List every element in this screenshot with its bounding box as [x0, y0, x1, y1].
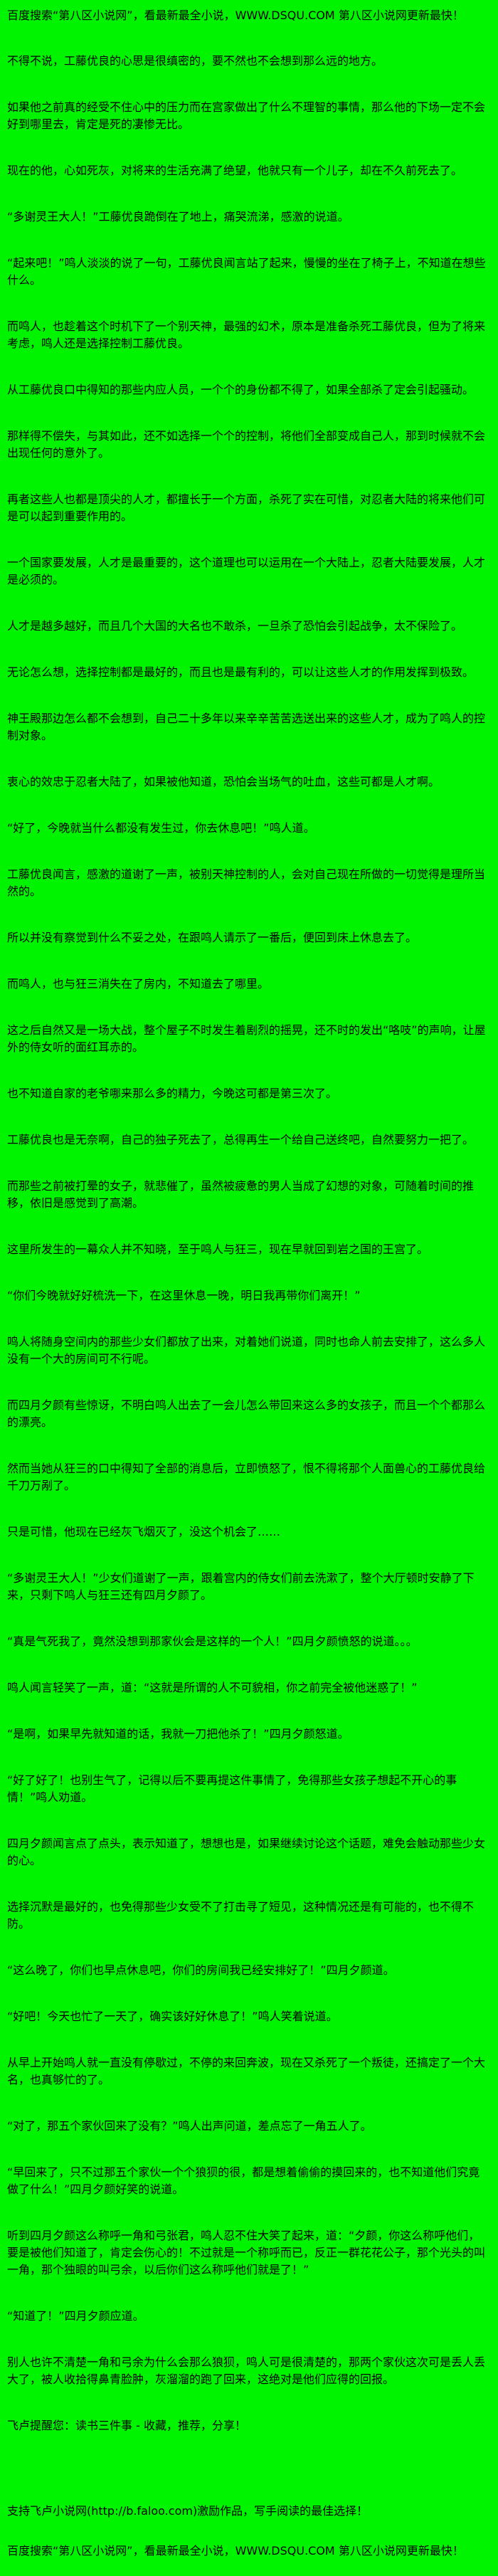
novel-paragraph: “早回来了，只不过那五个家伙一个个狼狈的很，都是想着偷偷的摸回来的，也不知道他们… — [7, 2165, 480, 2196]
novel-paragraph: 而那些之前被打晕的女子，就悲催了，虽然被疲惫的男人当成了幻想的对象，可随着时间的… — [7, 1179, 475, 1210]
novel-paragraph: “多谢灵王大人！”工藤优良跪倒在了地上，痛哭流涕，感激的说道。 — [7, 210, 349, 223]
novel-paragraph: 四月夕颜闻言点了点头，表示知道了，想想也是，如果继续讨论这个话题，难免会触动那些… — [7, 1837, 486, 1867]
novel-paragraph: 无论怎么想，选择控制都是最好的，而且也是最有利的，可以让这些人才的作用发挥到极致… — [7, 665, 475, 679]
novel-paragraph: 如果他之前真的经受不住心中的压力而在宫家做出了什么不理智的事情，那么他的下场一定… — [7, 100, 486, 131]
novel-paragraph: 鸣人将随身空间内的那些少女们都放了出来，对着她们说道，同时也命人前去安排了，这么… — [7, 1335, 486, 1366]
novel-paragraph: 衷心的效忠于忍者大陆了，如果被他知道，恐怕会当场气的吐血，这些可都是人才啊。 — [7, 775, 440, 788]
novel-paragraph: “你们今晚就好好梳洗一下，在这里休息一晚，明日我再带你们离开！” — [7, 1289, 361, 1302]
novel-paragraph: 再者这些人也都是顶尖的人才，都擅长于一个方面，杀死了实在可惜，对忍者大陆的将来他… — [7, 492, 486, 523]
novel-paragraph: “好了好了！也别生气了，记得以后不要再提这件事情了，免得那些女孩子想起不开心的事… — [7, 1773, 457, 1804]
novel-paragraph: 而鸣人，也趁着这个时机下了一个别天神，最强的幻术，原本是准备杀死工藤优良，但为了… — [7, 320, 486, 350]
novel-paragraph: “是啊，如果早先就知道的话，我就一刀把他杀了！”四月夕颜怒道。 — [7, 1727, 349, 1741]
site-notice-top: 百度搜索“第八区小说网”，看最新最全小说，WWW.DSQU.COM 第八区小说网… — [7, 9, 464, 22]
novel-paragraph: 这之后自然又是一场大战，整个屋子不时发生着剧烈的摇晃，还不时的发出“咯吱”的声响… — [7, 1023, 486, 1054]
novel-paragraph: 选择沉默是最好的，也免得那些少女受不了打击寻了短见，这种情况还是有可能的，也不得… — [7, 1900, 475, 1931]
novel-paragraph: 从早上开始鸣人就一直没有停歇过，不停的来回奔波，现在又杀死了一个叛徒，还搞定了一… — [7, 2056, 486, 2086]
novel-paragraph: 人才是越多越好，而且几个大国的大名也不敢杀，一旦杀了恐怕会引起战争，太不保险了。 — [7, 619, 463, 633]
novel-paragraph: “知道了！”四月夕颜应道。 — [7, 2309, 144, 2323]
novel-paragraph: 那样得不偿失，与其如此，还不如选择一个个的控制，将他们全部变成自己人，那到时候就… — [7, 429, 486, 460]
novel-paragraph: 鸣人闻言轻笑了一声，道：“这就是所谓的人不可貌相，你之前完全被他迷惑了！” — [7, 1681, 418, 1694]
novel-paragraph: 工藤优良闻言，感激的道谢了一声，被别天神控制的人，会对自己现在所做的一切觉得是理… — [7, 867, 486, 898]
novel-paragraph: “这么晚了，你们也早点休息吧，你们的房间我已经安排好了！”四月夕颜道。 — [7, 1963, 395, 1977]
novel-paragraph: 现在的他，心如死灰，对将来的生活充满了绝望，他就只有一个儿子，却在不久前死去了。 — [7, 164, 463, 177]
site-notice-bottom: 百度搜索“第八区小说网”，看最新最全小说，WWW.DSQU.COM 第八区小说网… — [7, 2544, 464, 2557]
novel-paragraph: “多谢灵王大人！”少女们道谢了一声，跟着宫内的侍女们前去洗漱了，整个大厅顿时安静… — [7, 1571, 475, 1602]
novel-paragraph: 工藤优良也是无奈啊，自己的独子死去了，总得再生一个给自己送终吧，自然要努力一把了… — [7, 1133, 475, 1146]
novel-paragraph: 然而当她从狂三的口中得知了全部的消息后，立即愤怒了，恨不得将那个人面兽心的工藤优… — [7, 1462, 486, 1492]
chapter-text: 不得不说，工藤优良的心思是很缜密的，要不然也不会想到那么远的地方。如果他之前真的… — [7, 53, 491, 2388]
novel-paragraph: 而四月夕颜有些惊讶，不明白鸣人出去了一会儿怎么带回来这么多的女孩子，而且一个个都… — [7, 1398, 486, 1429]
novel-paragraph: “真是气死我了，竟然没想到那家伙会是这样的一个人！”四月夕颜愤怒的说道。。。 — [7, 1635, 418, 1648]
novel-paragraph: 一个国家要发展，人才是最重要的，这个道理也可以运用在一个大陆上，忍者大陆要发展，… — [7, 556, 486, 586]
novel-paragraph: 只是可惜，他现在已经灰飞烟灭了，没这个机会了…… — [7, 1525, 281, 1538]
novel-paragraph: 神王殿那边怎么都不会想到，自己二十多年以来辛辛苦苦选送出来的这些人才，成为了鸣人… — [7, 712, 486, 742]
faloo-reminder: 飞卢提醒您：读书三件事 - 收藏，推荐，分享！ — [7, 2419, 246, 2432]
novel-paragraph: 不得不说，工藤优良的心思是很缜密的，要不然也不会想到那么远的地方。 — [7, 54, 383, 68]
novel-paragraph: “好吧！今天也忙了一天了，确实该好好休息了！”鸣人笑着说道。 — [7, 2010, 338, 2023]
novel-paragraph: 也不知道自家的老爷哪来那么多的精力，今晚这可都是第三次了。 — [7, 1087, 338, 1100]
novel-paragraph: 别人也许不清楚一角和弓余为什么会那么狼狈，鸣人可是很清楚的，那两个家伙这次可是丢… — [7, 2355, 486, 2386]
novel-paragraph: 所以并没有察觉到什么不妥之处，在跟鸣人请示了一番后，便回到床上休息去了。 — [7, 931, 418, 944]
novel-paragraph: 听到四月夕颜这么称呼一角和弓张君，鸣人忍不住大笑了起来，道：“夕颜，你这么称呼他… — [7, 2229, 486, 2276]
novel-paragraph: “好了，今晚就当什么都没有发生过，你去休息吧！”鸣人道。 — [7, 821, 315, 835]
novel-paragraph: 而鸣人，也与狂三消失在了房内，不知道去了哪里。 — [7, 977, 270, 991]
novel-paragraph: “对了，那五个家伙回来了没有？”鸣人出声问道，差点忘了一角五人了。 — [7, 2119, 372, 2133]
faloo-support-link-text: 支持飞卢小说网(http://b.faloo.com)激励作品，写手阅读的最佳选… — [7, 2504, 369, 2518]
novel-paragraph: 这里所发生的一幕众人并不知晓，至于鸣人与狂三，现在早就回到岩之国的王宫了。 — [7, 1242, 429, 1256]
novel-paragraph: “起来吧！”鸣人淡淡的说了一句，工藤优良闻言站了起来，慢慢的坐在了椅子上，不知道… — [7, 256, 486, 287]
novel-paragraph: 从工藤优良口中得知的那些内应人员，一个个的身份都不得了，如果全部杀了定会引起骚动… — [7, 383, 475, 396]
